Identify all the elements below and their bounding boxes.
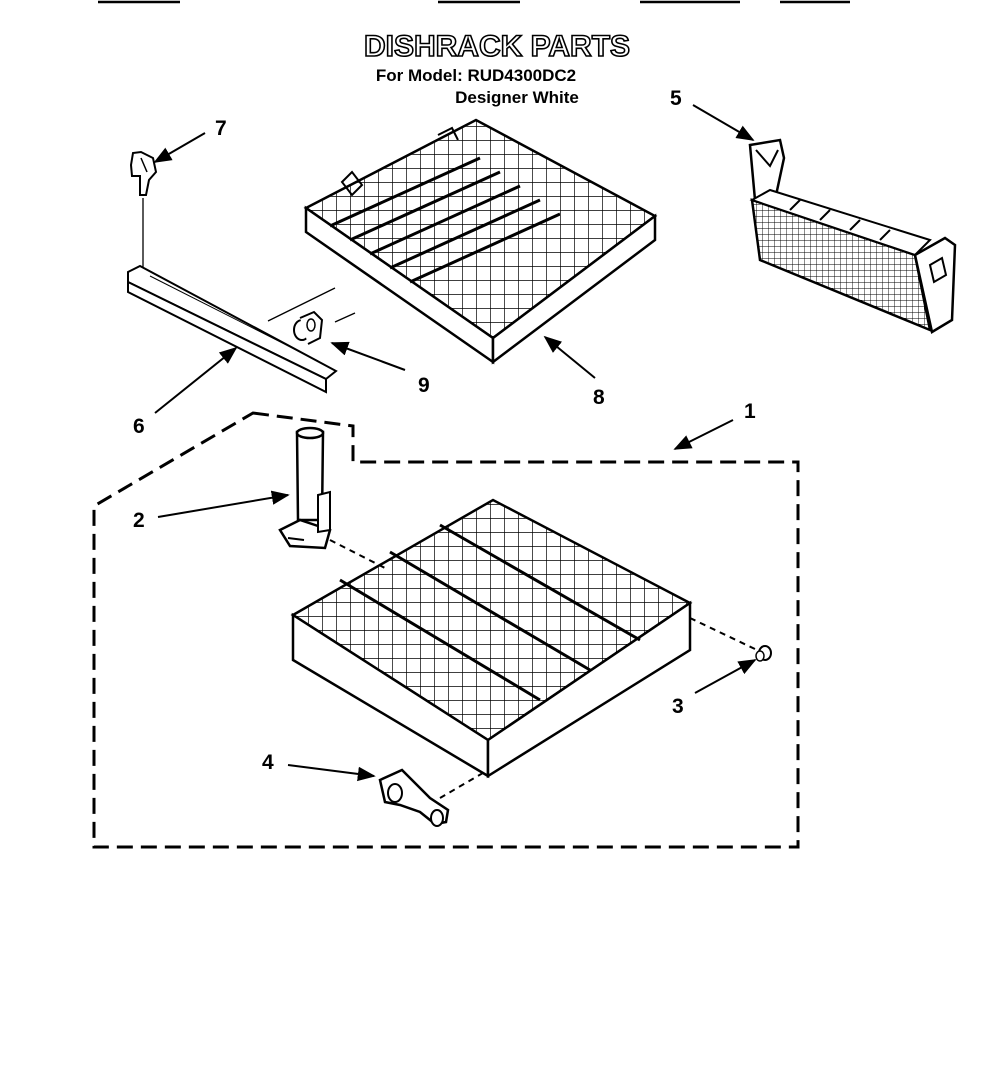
wheel-icon [378,768,450,827]
callout-labels: 1 2 3 4 5 6 7 8 9 [133,87,756,774]
callout-7: 7 [215,117,227,140]
model-line: For Model: RUD4300DC2 [376,66,576,85]
callout-1: 1 [744,400,756,423]
stacking-post-icon [293,310,324,345]
assembly-boundary [92,411,800,849]
callout-6: 6 [133,415,145,438]
clip-icon [129,150,158,270]
arrow-3 [694,659,757,694]
callout-9: 9 [418,374,430,397]
arrow-5 [692,104,755,141]
color-line: Designer White [455,88,579,107]
arrow-2 [157,490,290,518]
track-rail-icon [127,264,338,394]
arrow-6 [154,346,238,414]
roller-icon [755,645,772,662]
header: DISHRACK PARTS For Model: RUD4300DC2 Des… [363,29,631,107]
callout-4: 4 [262,751,274,774]
leader-arrows [153,104,757,782]
arrow-9 [330,341,406,371]
silverware-basket-icon [748,138,957,334]
lower-rack-icon [290,498,693,779]
arrow-7 [153,132,206,163]
arrow-1 [673,419,734,450]
arrow-8 [543,335,596,379]
callout-5: 5 [670,87,682,110]
callout-2: 2 [133,509,145,532]
post-bracket-icon [278,426,332,550]
callout-3: 3 [672,695,684,718]
upper-rack-icon [303,118,658,365]
page-title: DISHRACK PARTS [364,30,630,63]
callout-8: 8 [593,386,605,409]
arrow-4 [287,764,376,782]
